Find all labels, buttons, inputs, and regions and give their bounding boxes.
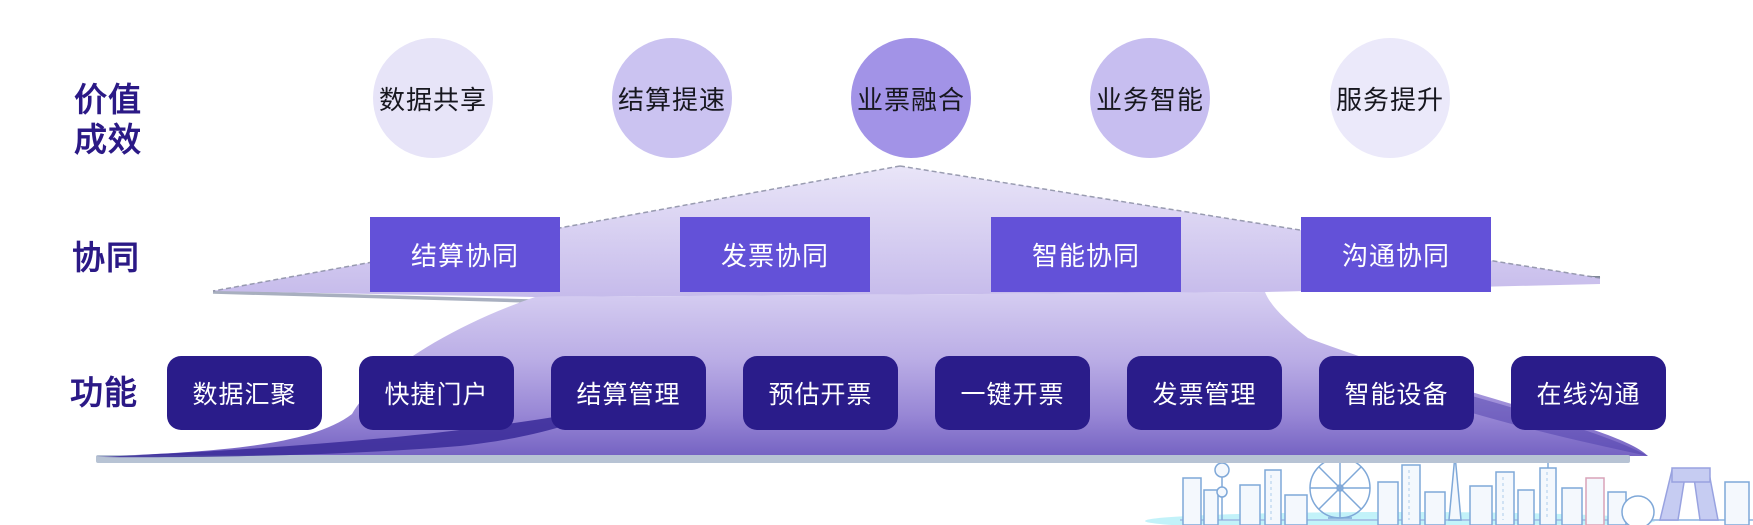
row-label-functions: 功能 [70,374,138,411]
function-box-0: 数据汇聚 [167,356,322,430]
function-box-6-label: 智能设备 [1344,381,1449,409]
value-circle-1-label: 结算提速 [617,84,726,115]
collab-box-0-label: 结算协同 [410,241,519,271]
function-box-1: 快捷门户 [359,356,514,430]
value-circle-2: 业票融合 [851,38,971,158]
collab-box-0: 结算协同 [370,217,560,292]
function-box-2: 结算管理 [551,356,706,430]
function-box-4-label: 一键开票 [960,381,1065,409]
row-label-value-line1: 价值 [74,81,142,118]
function-box-7-label: 在线沟通 [1536,381,1641,409]
value-circle-3: 业务智能 [1090,38,1210,158]
function-box-2-label: 结算管理 [576,381,681,409]
function-box-5-label: 发票管理 [1152,381,1257,409]
collab-box-3: 沟通协同 [1301,217,1491,292]
function-box-7: 在线沟通 [1511,356,1666,430]
row-label-collaboration: 协同 [72,239,140,276]
row-label-value-line2: 成效 [74,121,142,158]
collab-box-2-label: 智能协同 [1031,241,1140,271]
value-circle-4: 服务提升 [1330,38,1450,158]
city-skyline-illustration [1145,452,1753,525]
value-circle-3-label: 业务智能 [1095,84,1204,115]
left-baseline [212,290,531,303]
value-circle-0: 数据共享 [373,38,493,158]
collab-box-1: 发票协同 [680,217,870,292]
function-box-0-label: 数据汇聚 [192,381,297,409]
function-box-6: 智能设备 [1319,356,1474,430]
bottom-left-swoosh [96,405,620,458]
function-box-5: 发票管理 [1127,356,1282,430]
collab-box-2: 智能协同 [991,217,1181,292]
function-box-3-label: 预估开票 [768,381,873,409]
collab-box-1-label: 发票协同 [720,241,829,271]
function-box-3: 预估开票 [743,356,898,430]
collab-box-3-label: 沟通协同 [1341,241,1450,271]
value-circle-0-label: 数据共享 [378,84,487,115]
value-circle-2-label: 业票融合 [856,84,965,115]
function-box-1-label: 快捷门户 [384,381,489,409]
base-bar [96,455,1630,463]
value-circle-4-label: 服务提升 [1335,84,1444,115]
function-box-4: 一键开票 [935,356,1090,430]
value-circle-1: 结算提速 [612,38,732,158]
row-label-value: 价值 成效 [66,80,150,160]
